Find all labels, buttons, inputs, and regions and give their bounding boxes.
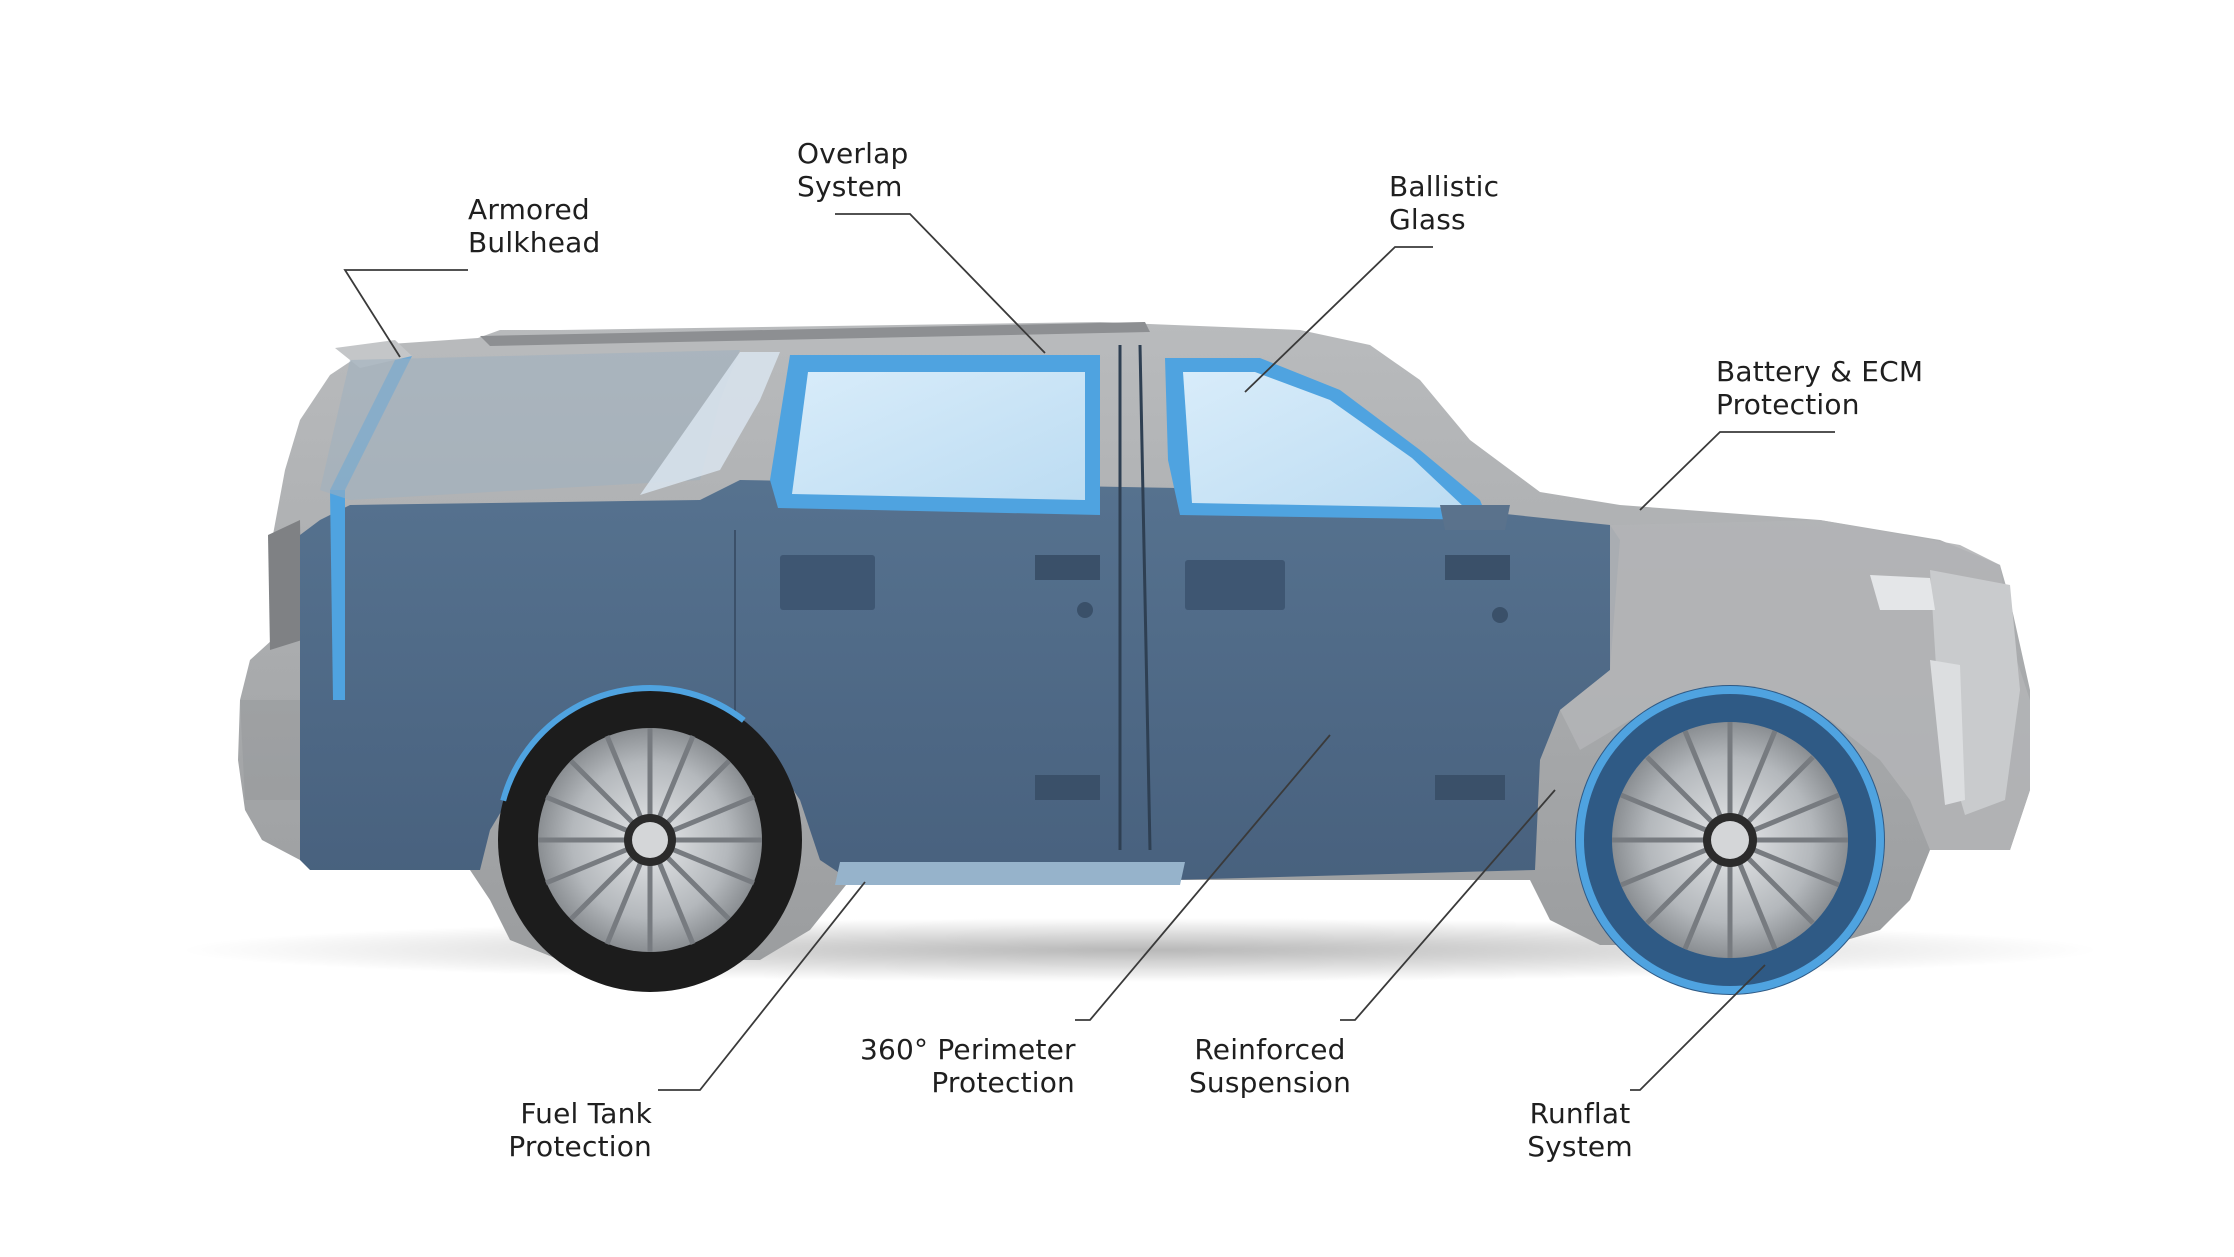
panel-bolt-1 — [1077, 602, 1093, 618]
leader-ballistic-glass — [1244, 246, 1433, 393]
label-overlap-system: Overlap System — [797, 137, 908, 203]
leader-armored-bulkhead — [343, 269, 468, 358]
label-line: Battery & ECM — [1716, 355, 1924, 388]
leader-suspension — [1340, 789, 1556, 1021]
panel-detail-2 — [1445, 555, 1510, 580]
label-runflat: Runflat System — [1515, 1097, 1645, 1163]
leader-overlap-system — [835, 213, 1046, 354]
label-line: System — [1527, 1130, 1633, 1163]
label-line: Ballistic — [1389, 170, 1500, 203]
handle-front — [1185, 560, 1285, 610]
label-line: System — [797, 170, 903, 203]
label-line: Overlap — [797, 137, 909, 170]
label-line: Protection — [1716, 388, 1860, 421]
label-line: Fuel Tank — [520, 1097, 652, 1130]
leader-battery-ecm — [1639, 431, 1835, 511]
panel-detail-4 — [1435, 775, 1505, 800]
label-suspension: Reinforced Suspension — [1185, 1033, 1355, 1099]
label-perimeter: 360° Perimeter Protection — [860, 1033, 1076, 1099]
label-fuel-tank: Fuel Tank Protection — [500, 1097, 652, 1163]
armor-panel — [300, 480, 1620, 880]
leader-runflat — [1630, 964, 1766, 1091]
label-line: Reinforced — [1194, 1033, 1346, 1066]
rear-quarter-glass-strip — [640, 352, 780, 495]
label-line: Bulkhead — [468, 226, 601, 259]
leader-perimeter — [1075, 734, 1331, 1021]
label-line: 360° Perimeter — [860, 1033, 1076, 1066]
label-line: Runflat — [1529, 1097, 1631, 1130]
front-wheel — [1575, 685, 1885, 995]
rear-quarter-window — [320, 350, 740, 500]
label-armored-bulkhead: Armored Bulkhead — [468, 193, 600, 259]
roof-rail — [480, 322, 1150, 346]
taillight — [268, 520, 302, 650]
perimeter-rocker — [835, 862, 1185, 885]
leader-fuel-tank — [658, 881, 866, 1091]
bulkhead-strip — [330, 490, 345, 700]
label-ballistic-glass: Ballistic Glass — [1389, 170, 1499, 236]
headlight — [1870, 575, 1935, 610]
label-line: Protection — [931, 1066, 1075, 1099]
mirror — [1440, 505, 1510, 530]
rear-wheel — [495, 685, 805, 995]
rear-door-glass — [792, 372, 1085, 500]
panel-detail-3 — [1035, 775, 1100, 800]
label-line: Protection — [508, 1130, 652, 1163]
panel-detail-1 — [1035, 555, 1100, 580]
front-lower-light — [1930, 660, 1965, 805]
front-door-glass — [1183, 372, 1465, 508]
door-seam-c — [1138, 344, 1152, 851]
label-line: Armored — [468, 193, 590, 226]
leader-lines — [343, 213, 1835, 1091]
label-line: Glass — [1389, 203, 1466, 236]
label-battery-ecm: Battery & ECM Protection — [1716, 355, 1923, 421]
panel-bolt-2 — [1492, 607, 1508, 623]
label-line: Suspension — [1188, 1066, 1352, 1099]
handle-rear — [780, 555, 875, 610]
rear-bumper — [240, 700, 300, 800]
